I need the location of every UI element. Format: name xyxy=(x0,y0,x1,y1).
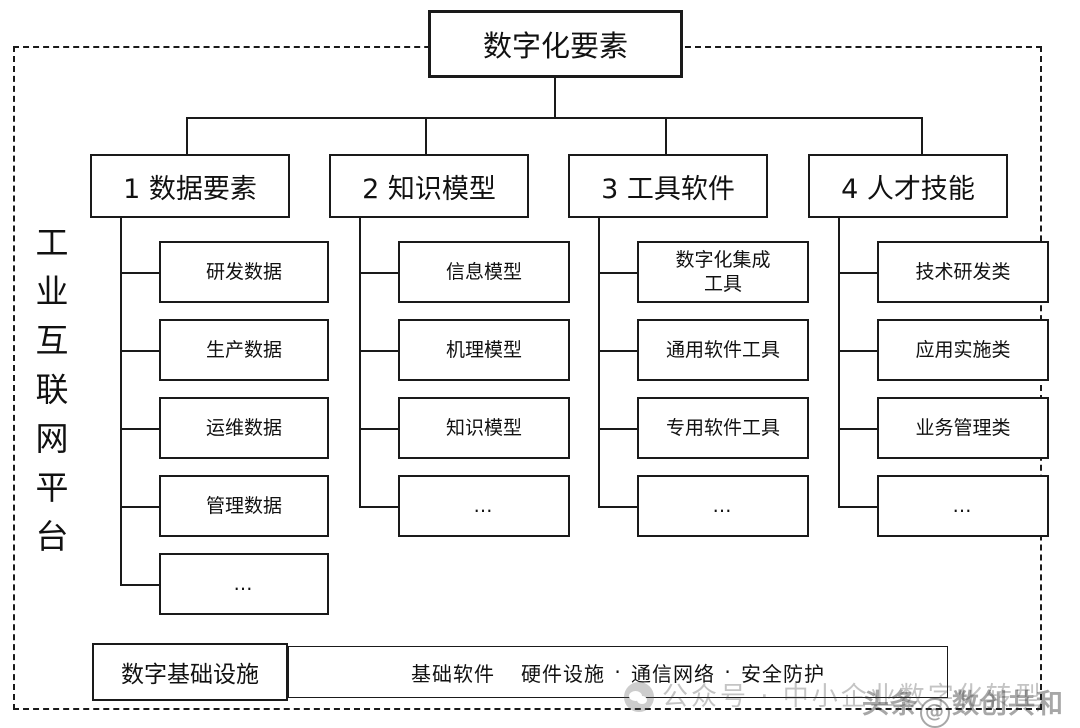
infrastructure-label-box[interactable]: 数字基础设施 xyxy=(92,643,288,701)
connector-stub-4-3 xyxy=(838,428,878,430)
sub-box-talent-0[interactable]: 技术研发类 xyxy=(877,241,1049,303)
connector-stub-1-4 xyxy=(120,506,160,508)
category-box-data[interactable]: 1 数据要素 xyxy=(90,154,290,218)
sub-box-tools-3[interactable]: … xyxy=(637,475,809,537)
side-label-char-6: 台 xyxy=(35,517,69,556)
sub-box-data-1[interactable]: 生产数据 xyxy=(159,319,329,381)
connector-drop-3 xyxy=(665,117,667,155)
sub-box-tools-2[interactable]: 专用软件工具 xyxy=(637,397,809,459)
connector-rail-3 xyxy=(598,218,600,508)
side-label-char-0: 工 xyxy=(35,223,69,262)
sub-box-talent-1[interactable]: 应用实施类 xyxy=(877,319,1049,381)
side-label-char-5: 平 xyxy=(35,468,69,507)
side-label-char-1: 业 xyxy=(35,272,69,311)
connector-stub-2-2 xyxy=(359,350,399,352)
connector-drop-4 xyxy=(921,117,923,155)
connector-stub-2-4 xyxy=(359,506,399,508)
connector-rail-4 xyxy=(838,218,840,508)
root-node-digital-elements[interactable]: 数字化要素 xyxy=(428,10,683,78)
infra-separator-2: · xyxy=(724,660,732,684)
connector-drop-1 xyxy=(186,117,188,155)
sub-box-data-2[interactable]: 运维数据 xyxy=(159,397,329,459)
infrastructure-item-1: 硬件设施 xyxy=(521,661,605,686)
sub-box-data-4[interactable]: … xyxy=(159,553,329,615)
connector-root-drop xyxy=(554,78,556,118)
category-box-knowledge[interactable]: 2 知识模型 xyxy=(329,154,529,218)
connector-stub-3-1 xyxy=(598,272,638,274)
connector-bus xyxy=(186,117,923,119)
sub-box-tools-1[interactable]: 通用软件工具 xyxy=(637,319,809,381)
infra-separator-1: · xyxy=(614,660,622,684)
connector-stub-1-5 xyxy=(120,584,160,586)
side-label-char-2: 互 xyxy=(35,321,69,360)
infrastructure-items-bar[interactable]: 基础软件 硬件设施 · 通信网络 · 安全防护 xyxy=(288,646,948,698)
connector-stub-3-4 xyxy=(598,506,638,508)
sub-box-knowledge-2[interactable]: 知识模型 xyxy=(398,397,570,459)
connector-stub-2-3 xyxy=(359,428,399,430)
infrastructure-item-3: 安全防护 xyxy=(741,661,825,686)
infrastructure-item-2: 通信网络 xyxy=(631,661,715,686)
sub-box-knowledge-3[interactable]: … xyxy=(398,475,570,537)
infrastructure-item-0: 基础软件 xyxy=(411,661,495,686)
category-box-tools[interactable]: 3 工具软件 xyxy=(568,154,768,218)
connector-stub-4-4 xyxy=(838,506,878,508)
sub-box-knowledge-1[interactable]: 机理模型 xyxy=(398,319,570,381)
connector-stub-1-1 xyxy=(120,272,160,274)
sub-box-talent-2[interactable]: 业务管理类 xyxy=(877,397,1049,459)
connector-stub-2-1 xyxy=(359,272,399,274)
connector-rail-1 xyxy=(120,218,122,586)
connector-stub-3-3 xyxy=(598,428,638,430)
sub-box-knowledge-0[interactable]: 信息模型 xyxy=(398,241,570,303)
side-label-char-3: 联 xyxy=(35,370,69,409)
sub-box-tools-0[interactable]: 数字化集成工具 xyxy=(637,241,809,303)
sub-box-data-3[interactable]: 管理数据 xyxy=(159,475,329,537)
side-label-char-4: 网 xyxy=(35,419,69,458)
sub-box-data-0[interactable]: 研发数据 xyxy=(159,241,329,303)
connector-rail-2 xyxy=(359,218,361,508)
platform-side-label: 工 业 互 联 网 平 台 xyxy=(24,218,80,561)
connector-drop-2 xyxy=(425,117,427,155)
connector-stub-4-1 xyxy=(838,272,878,274)
connector-stub-1-2 xyxy=(120,350,160,352)
connector-stub-1-3 xyxy=(120,428,160,430)
category-box-talent[interactable]: 4 人才技能 xyxy=(808,154,1008,218)
connector-stub-3-2 xyxy=(598,350,638,352)
connector-stub-4-2 xyxy=(838,350,878,352)
sub-box-talent-3[interactable]: … xyxy=(877,475,1049,537)
